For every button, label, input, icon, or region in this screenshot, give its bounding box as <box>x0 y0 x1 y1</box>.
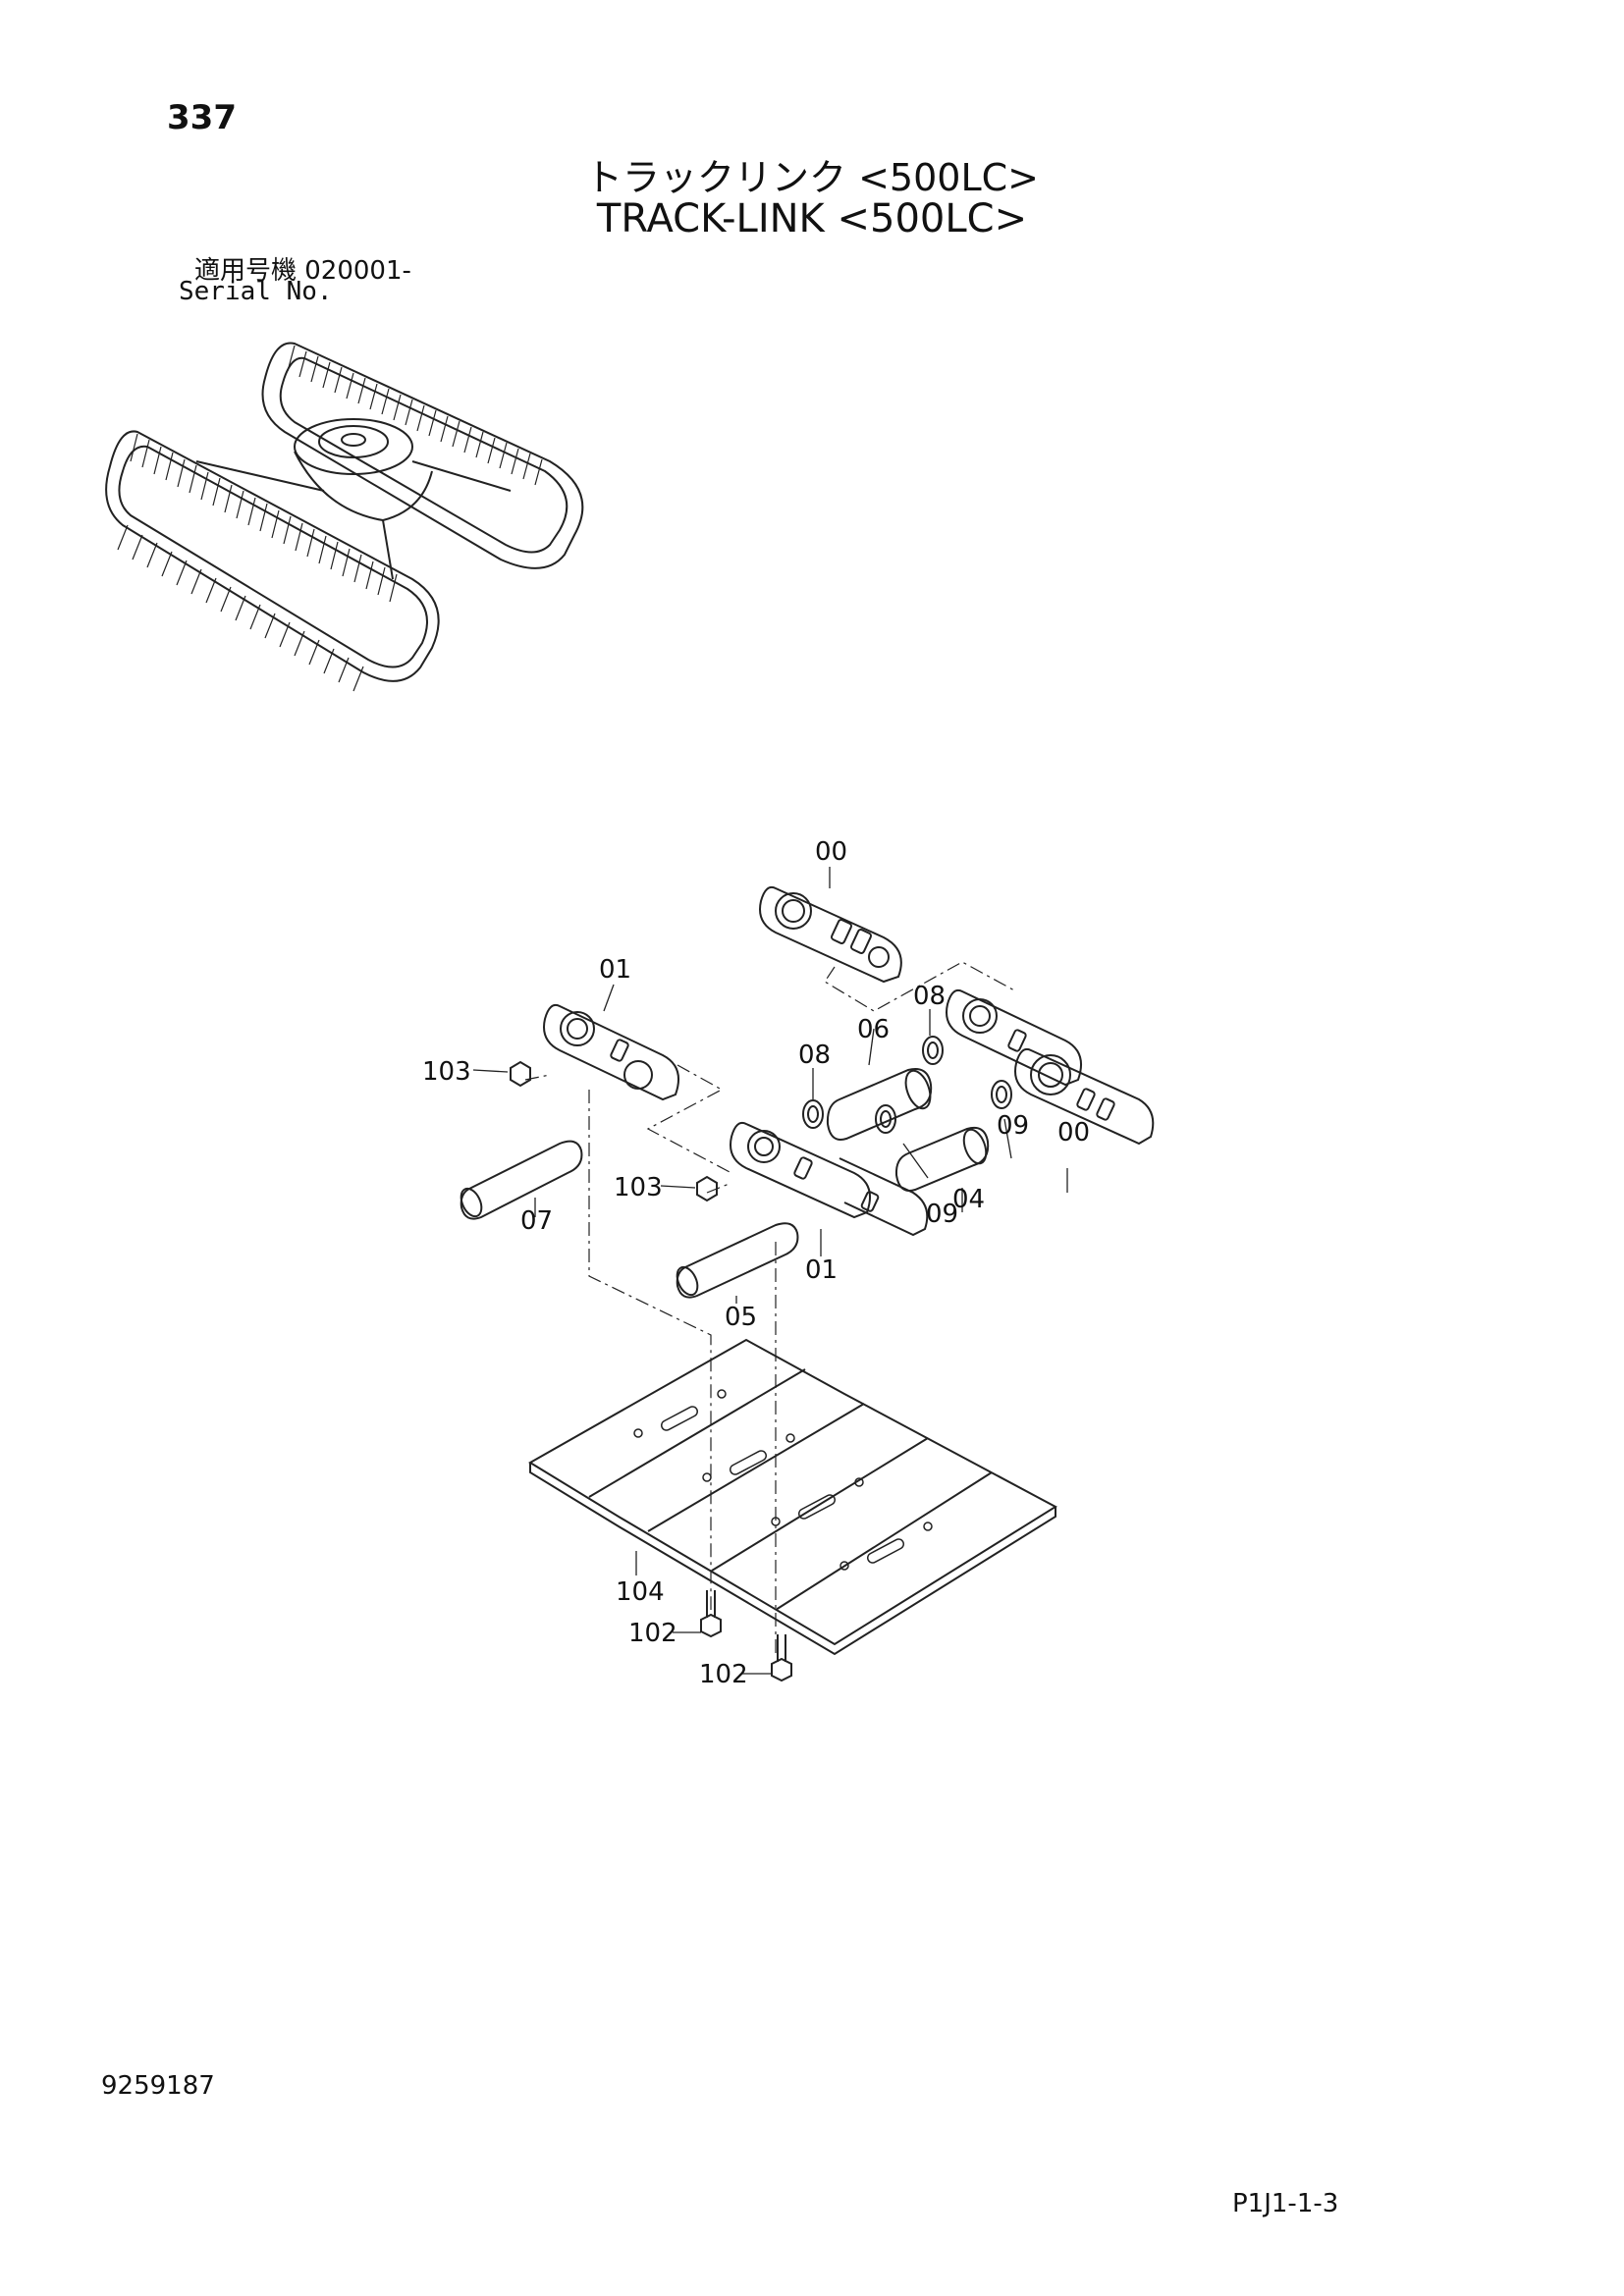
rear-track-crawler <box>261 342 584 569</box>
title-english: TRACK-LINK <500LC> <box>596 196 1028 241</box>
rear-track-shoes <box>287 345 543 486</box>
callout-08-left: 08 <box>798 1041 831 1070</box>
callout-102-lower: 102 <box>699 1660 748 1689</box>
callout-06: 06 <box>857 1015 890 1044</box>
title-japanese: トラックリンク <500LC> <box>585 156 1039 199</box>
part-06-bushing <box>826 1068 933 1141</box>
callout-103-upper: 103 <box>422 1057 471 1087</box>
callout-04: 04 <box>952 1185 985 1214</box>
callout-01-lower: 01 <box>805 1255 838 1285</box>
callout-labels: 00 01 103 07 08 06 08 103 09 04 09 00 01… <box>422 837 1090 1689</box>
serial-label-japanese: 適用号機 020001- <box>194 256 411 286</box>
callout-09-right: 09 <box>997 1111 1029 1141</box>
callout-07: 07 <box>520 1206 553 1236</box>
callout-01-left: 01 <box>599 955 631 985</box>
part-01-link-left <box>543 1003 679 1101</box>
page-code: P1J1-1-3 <box>1232 2189 1339 2218</box>
seal-rings <box>802 1036 1012 1134</box>
part-102-bolts <box>700 1590 792 1682</box>
callout-00-top: 00 <box>815 837 847 867</box>
assembly-guide-lines <box>524 961 1017 1654</box>
undercarriage-illustration <box>105 342 584 692</box>
part-00-master-link-right <box>946 988 1155 1146</box>
callout-05: 05 <box>725 1303 757 1332</box>
document-number: 9259187 <box>101 2071 215 2101</box>
front-track-shoes <box>117 433 398 692</box>
part-04-bushing <box>894 1126 990 1192</box>
callout-102-upper: 102 <box>628 1619 677 1648</box>
callout-103-lower: 103 <box>614 1173 663 1202</box>
center-frame <box>195 418 512 580</box>
callout-09-mid: 09 <box>926 1200 958 1229</box>
part-00-master-link-top <box>759 885 902 984</box>
part-103-nuts <box>510 1060 718 1202</box>
callout-104: 104 <box>616 1577 665 1607</box>
serial-label-english: Serial No. <box>179 277 333 306</box>
callout-08-upper: 08 <box>913 982 946 1011</box>
part-01-link-middle <box>730 1121 929 1237</box>
part-07-pin <box>460 1140 583 1220</box>
leader-lines <box>472 867 1068 1675</box>
front-track-crawler <box>105 430 440 682</box>
page-number: 337 <box>167 98 237 137</box>
callout-00-right: 00 <box>1057 1118 1090 1148</box>
part-104-track-shoes <box>528 1338 1057 1656</box>
exploded-view <box>460 867 1155 1682</box>
part-05-pin <box>676 1222 799 1299</box>
